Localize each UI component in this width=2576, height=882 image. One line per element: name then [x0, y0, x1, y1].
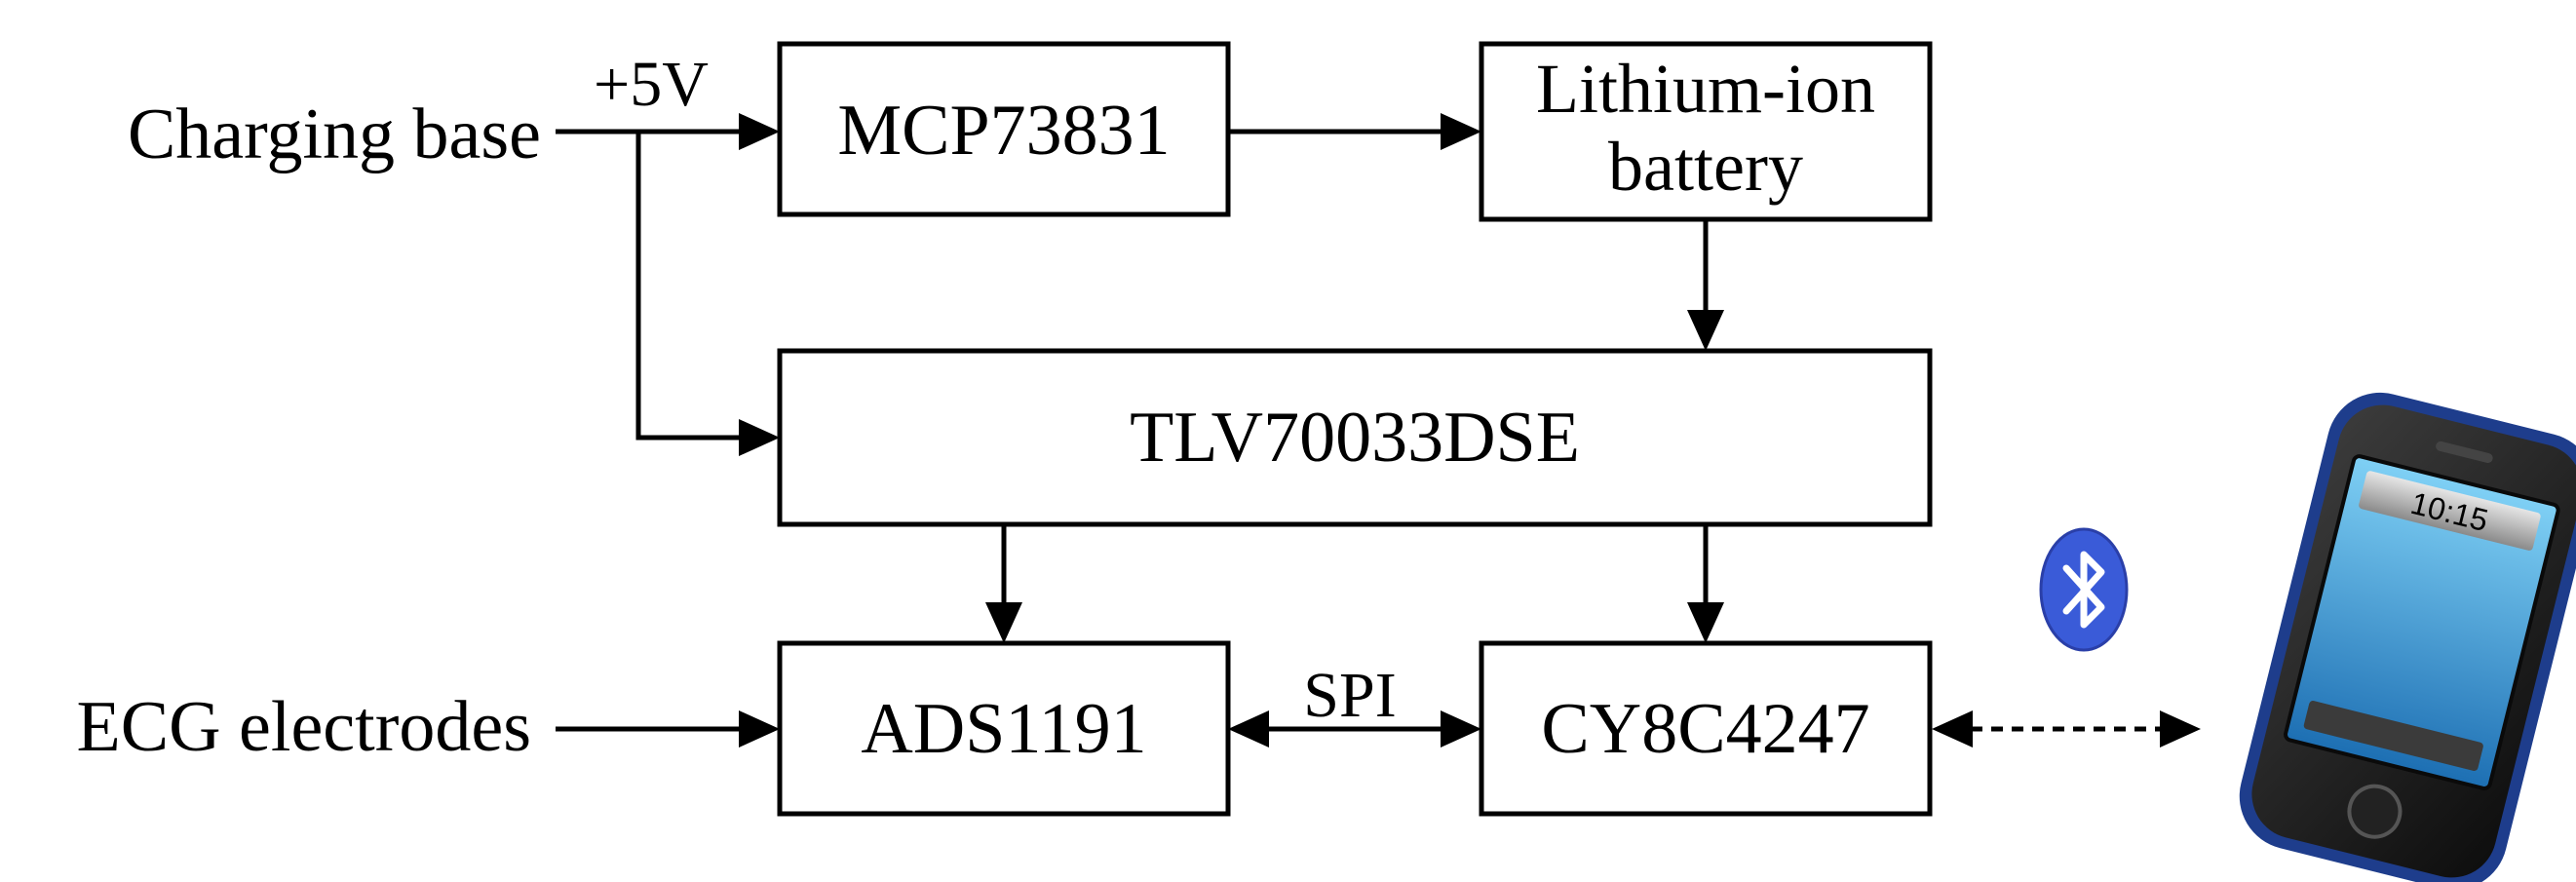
arrowhead: [1687, 602, 1724, 643]
spi-label: SPI: [1303, 660, 1396, 731]
arrowhead: [985, 602, 1022, 643]
wire-5v-branch: [635, 132, 741, 441]
arrowhead: [739, 113, 780, 150]
tlv70033dse-label: TLV70033DSE: [1130, 398, 1580, 478]
arrowhead: [1441, 710, 1481, 748]
cy8c4247-label: CY8C4247: [1541, 689, 1869, 769]
arrowhead: [739, 710, 780, 748]
voltage-label: +5V: [594, 49, 709, 120]
tlv70033dse-block: TLV70033DSE: [777, 348, 1933, 527]
arrowhead: [1687, 310, 1724, 351]
battery-label-line2: battery: [1608, 128, 1803, 206]
arrowhead: [2160, 710, 2201, 748]
ads1191-label: ADS1191: [861, 689, 1146, 769]
arrowhead: [1228, 710, 1269, 748]
battery-block: Lithium-ion battery: [1479, 41, 1933, 222]
mcp73831-block: MCP73831: [777, 41, 1231, 217]
arrowhead: [1932, 710, 1973, 748]
cy8c4247-block: CY8C4247: [1479, 640, 1933, 817]
mcp73831-label: MCP73831: [837, 91, 1170, 171]
ecg-electrodes-label: ECG electrodes: [77, 687, 531, 767]
battery-label-line1: Lithium-ion: [1536, 50, 1875, 128]
ads1191-block: ADS1191: [777, 640, 1231, 817]
charging-base-label: Charging base: [128, 95, 541, 174]
arrowhead: [1441, 113, 1481, 150]
connectors: [556, 113, 2201, 748]
smartphone-icon: 10:15: [2239, 392, 2576, 882]
bluetooth-icon: [2039, 527, 2129, 652]
arrowhead: [739, 419, 780, 456]
